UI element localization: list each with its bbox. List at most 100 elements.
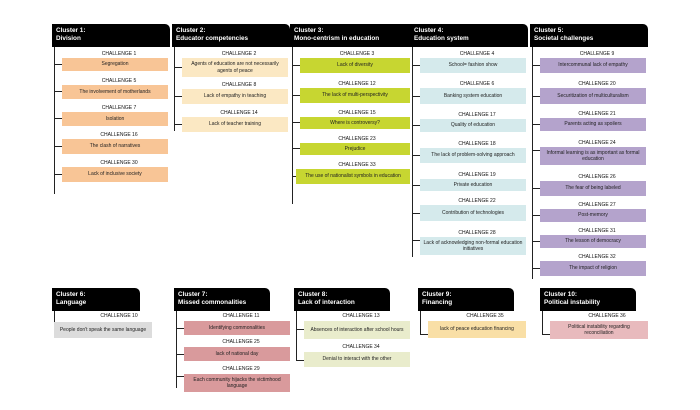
cluster-title: Lack of interaction	[298, 298, 355, 306]
connector-tick	[532, 150, 540, 151]
cluster-header: Cluster 7: Missed commonalities	[174, 288, 270, 311]
cluster-number: Cluster 4:	[414, 27, 444, 34]
challenge-code: CHALLENGE 3	[339, 51, 375, 57]
challenge-box: The lack of multi-perspectivity	[300, 88, 410, 103]
cluster-10: Cluster 10: Political instability CHALLE…	[540, 288, 664, 339]
cluster-title: Division	[56, 34, 81, 42]
cluster-header: Cluster 2: Educator competencies	[172, 24, 290, 47]
challenge-code: CHALLENGE 29	[222, 366, 260, 372]
cluster-3: Cluster 3: Mono-centrism in education CH…	[290, 24, 414, 204]
connector-tick	[292, 95, 300, 96]
cluster-header: Cluster 5: Societal challenges	[530, 24, 648, 47]
challenge-box: The clash of narratives	[62, 139, 168, 154]
cluster-7: Cluster 7: Missed commonalities CHALLENG…	[174, 288, 298, 392]
challenge-box: The use of nationalist symbols in educat…	[296, 169, 410, 184]
challenge-code: CHALLENGE 34	[342, 344, 380, 350]
connector-tick	[412, 185, 420, 186]
challenge-box: School= fashion show	[420, 58, 526, 73]
challenge-box: The involvement of motherlands	[62, 85, 168, 99]
cluster-9: Cluster 9: Financing CHALLENGE 35 lack of…	[418, 288, 542, 338]
challenge-box: Securitization of multiculturalism	[540, 88, 646, 104]
cluster-8: Cluster 8: Lack of interaction CHALLENGE…	[294, 288, 418, 367]
connector-tick	[420, 334, 428, 335]
challenge-code: CHALLENGE 4	[459, 51, 495, 57]
challenge-code: CHALLENGE 24	[578, 140, 616, 146]
connector-tick	[412, 65, 420, 66]
connector-tick	[176, 376, 184, 377]
connector-tick	[412, 155, 420, 156]
cluster-number: Cluster 3:	[294, 27, 324, 34]
connector-tick	[176, 354, 184, 355]
challenge-box: Informal learning is as important as for…	[540, 147, 646, 165]
connector-tick	[542, 334, 550, 335]
challenge-box: Agents of education are not necessarily …	[182, 58, 288, 77]
challenge-code: CHALLENGE 2	[221, 51, 257, 57]
challenge-box: lack of national day	[184, 347, 290, 361]
challenge-box: Post-memory	[540, 209, 646, 222]
connector-tick	[532, 241, 540, 242]
challenge-box: Denial to interact with the other	[304, 352, 410, 367]
challenge-box: Prejudice	[300, 143, 410, 155]
connector-tick	[532, 268, 540, 269]
challenge-box: Lack of diversity	[300, 58, 410, 73]
connector-tick	[292, 122, 300, 123]
challenge-box: Parents acting as spoilers	[540, 118, 646, 131]
connector-tick	[54, 91, 62, 92]
challenge-box: The impact of religion	[540, 261, 646, 276]
cluster-5: Cluster 5: Societal challenges CHALLENGE…	[530, 24, 654, 279]
cluster-title: Language	[56, 298, 87, 306]
connector-tick	[296, 360, 304, 361]
challenge-code: CHALLENGE 28	[458, 230, 496, 236]
connector-tick	[174, 96, 182, 97]
cluster-header: Cluster 9: Financing	[418, 288, 514, 311]
connector-line	[532, 47, 533, 279]
challenge-code: CHALLENGE 26	[578, 174, 616, 180]
cluster-header: Cluster 6: Language	[52, 288, 140, 311]
cluster-number: Cluster 2:	[176, 27, 206, 34]
challenge-box: The lesson of democracy	[540, 235, 646, 248]
cluster-number: Cluster 10:	[544, 291, 578, 298]
connector-tick	[174, 67, 182, 68]
challenge-code: CHALLENGE 11	[222, 313, 260, 319]
connector-tick	[532, 65, 540, 66]
cluster-number: Cluster 5:	[534, 27, 564, 34]
challenge-code: CHALLENGE 9	[579, 51, 615, 57]
cluster-title: Political instability	[544, 298, 601, 306]
connector-tick	[412, 240, 420, 241]
challenge-box: Lack of teacher training	[182, 117, 288, 132]
cluster-title: Financing	[422, 298, 453, 306]
connector-line	[412, 47, 413, 257]
cluster-header: Cluster 8: Lack of interaction	[294, 288, 390, 311]
challenge-box: Political instability regarding reconcil…	[550, 321, 648, 339]
connector-line	[420, 311, 421, 334]
connector-line	[296, 311, 297, 361]
challenge-box: lack of peace education financing	[428, 321, 526, 338]
connector-tick	[54, 146, 62, 147]
challenge-code: CHALLENGE 14	[220, 110, 258, 116]
challenge-box: Isolation	[62, 112, 168, 126]
challenge-box: Banking system education	[420, 88, 526, 104]
challenge-code: CHALLENGE 36	[588, 313, 626, 319]
connector-tick	[54, 64, 62, 65]
challenge-box: Identifying commonalities	[184, 321, 290, 335]
challenge-box: Contribution of technologies	[420, 205, 526, 221]
cluster-number: Cluster 1:	[56, 27, 86, 34]
cluster-title: Mono-centrism in education	[294, 34, 380, 42]
challenge-code: CHALLENGE 35	[466, 313, 504, 319]
connector-line	[54, 47, 55, 194]
challenge-box: The lack of problem-solving approach	[420, 148, 526, 163]
cluster-number: Cluster 8:	[298, 291, 328, 298]
challenge-box: Each community hijacks the victimhood la…	[184, 374, 290, 392]
challenge-code: CHALLENGE 21	[578, 111, 616, 117]
connector-tick	[412, 96, 420, 97]
connector-tick	[532, 96, 540, 97]
challenge-code: CHALLENGE 22	[458, 198, 496, 204]
challenge-code: CHALLENGE 33	[338, 162, 376, 168]
challenge-code: CHALLENGE 30	[100, 160, 138, 166]
challenge-box: Lack of empathy in teaching	[182, 89, 288, 104]
cluster-number: Cluster 9:	[422, 291, 452, 298]
cluster-title: Educator competencies	[176, 34, 249, 42]
challenge-box: Where is controversy?	[300, 117, 410, 129]
connector-tick	[532, 188, 540, 189]
